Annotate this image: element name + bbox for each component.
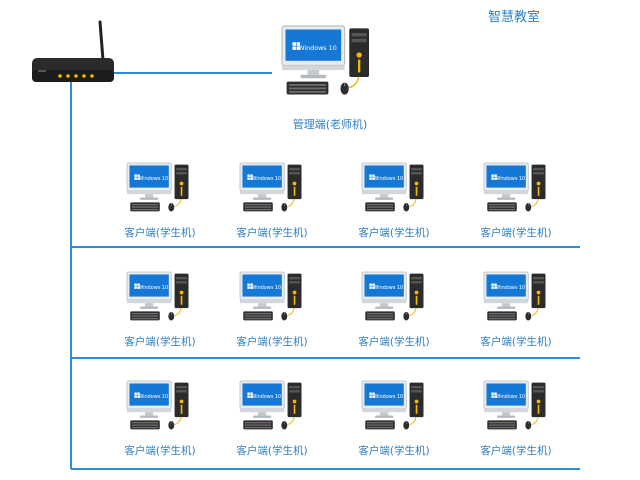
desktop-computer-icon bbox=[361, 271, 424, 322]
student-label: 客户端(学生机) bbox=[236, 335, 307, 348]
student-label: 客户端(学生机) bbox=[124, 335, 195, 348]
student-computer: Windows 10 bbox=[361, 380, 424, 431]
desktop-computer-icon bbox=[126, 271, 189, 322]
os-label: Windows 10 bbox=[138, 394, 168, 400]
student-computer: Windows 10 bbox=[126, 162, 189, 213]
diagram-title: 智慧教室 bbox=[488, 9, 540, 25]
student-computer: Windows 10 bbox=[483, 271, 546, 322]
student-label: 客户端(学生机) bbox=[236, 226, 307, 239]
router-icon bbox=[32, 20, 114, 82]
student-label: 客户端(学生机) bbox=[480, 335, 551, 348]
desktop-computer-icon bbox=[281, 25, 370, 96]
desktop-computer-icon bbox=[361, 380, 424, 431]
student-label: 客户端(学生机) bbox=[358, 335, 429, 348]
desktop-computer-icon bbox=[483, 380, 546, 431]
teacher-computer: Windows 10 bbox=[281, 25, 370, 96]
os-label: Windows 10 bbox=[373, 176, 403, 182]
os-label: Windows 10 bbox=[495, 394, 525, 400]
student-label: 客户端(学生机) bbox=[358, 226, 429, 239]
os-label: Windows 10 bbox=[251, 394, 281, 400]
os-label: Windows 10 bbox=[495, 176, 525, 182]
student-computer: Windows 10 bbox=[483, 162, 546, 213]
student-label: 客户端(学生机) bbox=[480, 226, 551, 239]
student-label: 客户端(学生机) bbox=[480, 444, 551, 457]
os-label: Windows 10 bbox=[251, 285, 281, 291]
student-grid: Windows 10 客户端(学生机) Windows 10 客户端(学生机) Wind… bbox=[124, 162, 552, 457]
teacher-label: 管理端(老师机) bbox=[293, 117, 368, 131]
os-label: Windows 10 bbox=[373, 285, 403, 291]
desktop-computer-icon bbox=[239, 380, 302, 431]
student-computer: Windows 10 bbox=[126, 271, 189, 322]
student-computer: Windows 10 bbox=[483, 380, 546, 431]
os-label: Windows 10 bbox=[251, 176, 281, 182]
os-label: Windows 10 bbox=[373, 394, 403, 400]
student-computer: Windows 10 bbox=[239, 271, 302, 322]
student-label: 客户端(学生机) bbox=[124, 444, 195, 457]
student-computer: Windows 10 bbox=[239, 162, 302, 213]
desktop-computer-icon bbox=[126, 380, 189, 431]
student-label: 客户端(学生机) bbox=[358, 444, 429, 457]
student-label: 客户端(学生机) bbox=[236, 444, 307, 457]
os-label: Windows 10 bbox=[138, 176, 168, 182]
desktop-computer-icon bbox=[361, 162, 424, 213]
student-computer: Windows 10 bbox=[361, 271, 424, 322]
student-computer: Windows 10 bbox=[239, 380, 302, 431]
os-label: Windows 10 bbox=[495, 285, 525, 291]
desktop-computer-icon bbox=[239, 162, 302, 213]
desktop-computer-icon bbox=[126, 162, 189, 213]
network-lines bbox=[70, 72, 580, 470]
student-computer: Windows 10 bbox=[126, 380, 189, 431]
desktop-computer-icon bbox=[483, 162, 546, 213]
student-label: 客户端(学生机) bbox=[124, 226, 195, 239]
os-label: Windows 10 bbox=[138, 285, 168, 291]
student-computer: Windows 10 bbox=[361, 162, 424, 213]
desktop-computer-icon bbox=[483, 271, 546, 322]
desktop-computer-icon bbox=[239, 271, 302, 322]
svg-text:Windows 10: Windows 10 bbox=[298, 44, 337, 52]
